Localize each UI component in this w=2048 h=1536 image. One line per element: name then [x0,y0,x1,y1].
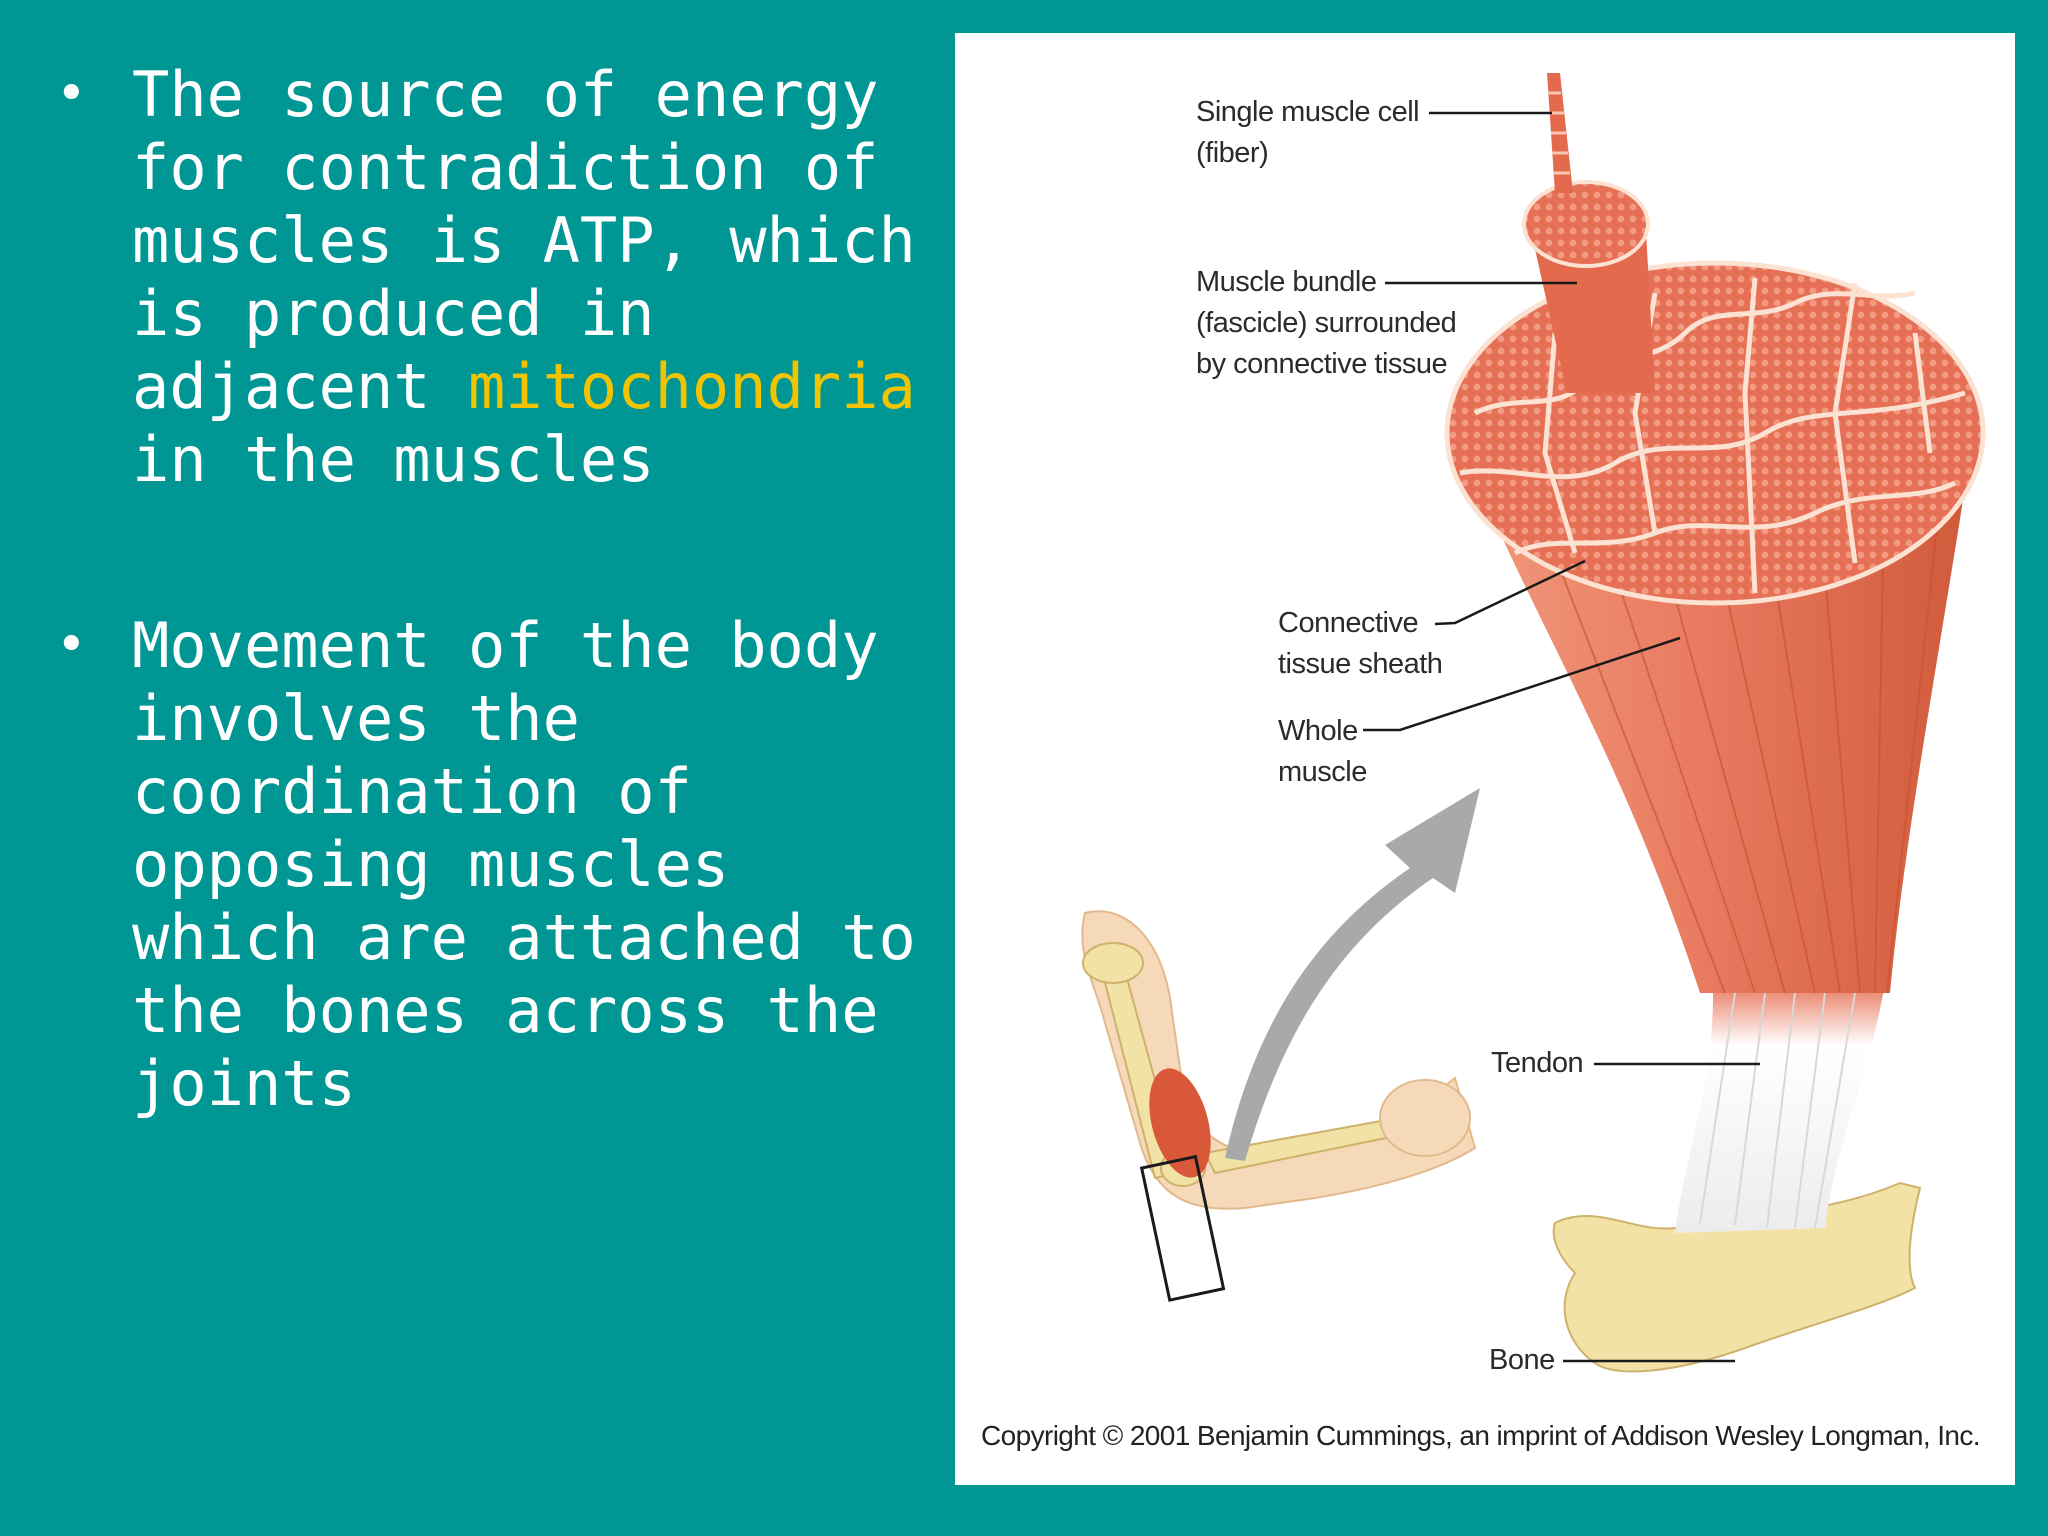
label-whole-line1: Whole [1278,715,1358,747]
label-bone: Bone [1489,1344,1555,1376]
muscle-anatomy-figure: Single muscle cell (fiber) Muscle bundle… [955,33,2015,1485]
label-bundle-line1: Muscle bundle [1196,266,1377,298]
tendon-shape [1675,983,1885,1233]
label-fiber-line1: Single muscle cell [1196,96,1420,128]
fascicle-boundaries [1459,277,1966,594]
fascicle-end [1522,180,1650,268]
copyright-notice: Copyright © 2001 Benjamin Cummings, an i… [981,1420,1981,1451]
label-fiber-line2: (fiber) [1196,137,1269,169]
bullet-dot: • [56,615,87,675]
bullet-text-end: in the muscles [132,423,655,496]
arrow-shape [1225,788,1480,1161]
label-sheath-line2: tissue sheath [1278,648,1443,680]
bullet-atp: • The source of energy for contradiction… [56,58,926,496]
label-bundle-line3: by connective tissue [1196,348,1448,380]
bullet-movement: • Movement of the body involves the coor… [56,609,926,1120]
muscle-illustration [1081,73,1986,1373]
label-tendon: Tendon [1491,1047,1584,1079]
label-whole-line2: muscle [1278,756,1367,788]
label-bundle: Muscle bundle (fascicle) surrounded by c… [1196,262,1457,385]
cross-section [1444,260,1986,606]
label-fiber: Single muscle cell (fiber) [1196,92,1420,174]
label-whole-muscle: Whole muscle [1278,711,1367,793]
bullet-text: Movement of the body involves the coordi… [132,609,916,1120]
bullet-list: • The source of energy for contradiction… [56,58,926,1120]
label-sheath: Connective tissue sheath [1278,603,1443,685]
arm-drawing [1081,910,1477,1302]
label-bundle-line2: (fascicle) surrounded [1196,307,1457,339]
leader-lines [1363,111,1760,1363]
highlight-term: mitochondria [467,350,916,423]
fiber-striations [1548,91,1570,175]
tendon-fibers [1699,992,1856,1229]
bullet-dot: • [56,64,87,124]
bullet-text: The source of energy for contradiction o… [132,58,916,423]
label-sheath-line1: Connective [1278,607,1419,639]
